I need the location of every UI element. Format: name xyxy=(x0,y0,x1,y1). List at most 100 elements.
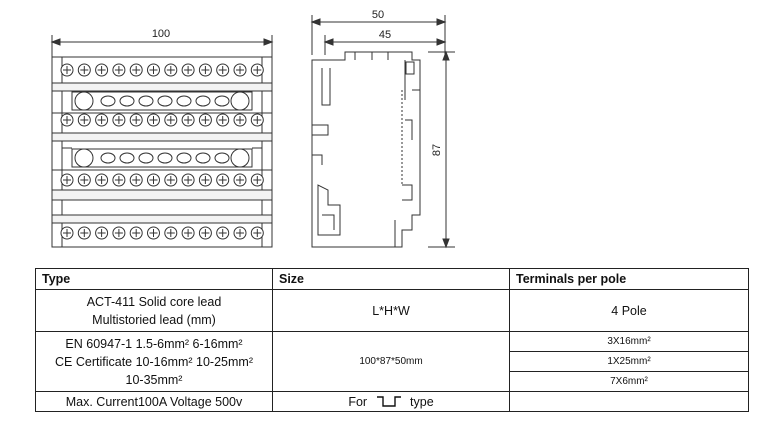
screw-icon xyxy=(77,63,91,77)
small-hole xyxy=(119,95,135,107)
size-cell: For type xyxy=(272,391,510,412)
front-width-label: 100 xyxy=(152,28,170,40)
screw-icon xyxy=(233,226,247,240)
screw-icon xyxy=(164,63,178,77)
screw-icon xyxy=(95,173,109,187)
large-hole xyxy=(74,148,94,168)
small-hole xyxy=(119,152,135,164)
screw-icon xyxy=(129,173,143,187)
screw-icon xyxy=(112,63,126,77)
screw-icon xyxy=(216,226,230,240)
screw-icon xyxy=(198,173,212,187)
size-cell: 100*87*50mm xyxy=(272,331,510,392)
screw-icon xyxy=(250,173,264,187)
screw-icon xyxy=(198,63,212,77)
terminals-cell: 1X25mm² xyxy=(509,351,749,372)
type-line: CE Certificate 10-16mm² 10-25mm² xyxy=(55,354,253,369)
screw-icon xyxy=(147,63,160,77)
small-hole xyxy=(157,152,173,164)
small-hole xyxy=(138,152,154,164)
screw-icon xyxy=(147,113,160,127)
screw-icon xyxy=(181,113,195,127)
screw-icon xyxy=(233,113,247,127)
table-row: ACT-411 Solid core lead Multistoried lea… xyxy=(35,289,749,332)
screw-icon xyxy=(112,113,126,127)
screw-icon xyxy=(198,226,212,240)
screw-icon xyxy=(216,113,230,127)
small-hole xyxy=(214,152,230,164)
screw-icon xyxy=(233,63,247,77)
screw-icon xyxy=(77,113,91,127)
size-prefix: For xyxy=(348,394,368,409)
header-size: Size xyxy=(272,268,510,290)
technical-drawing: 100 50 45 87 xyxy=(50,9,455,249)
screw-icon xyxy=(181,173,195,187)
type-line: EN 60947-1 1.5-6mm² 6-16mm² xyxy=(65,336,243,351)
screw-icon xyxy=(147,173,160,187)
large-hole xyxy=(230,148,250,168)
screw-icon xyxy=(60,173,74,187)
screw-icon xyxy=(60,63,74,77)
front-view xyxy=(50,35,274,248)
size-cell: L*H*W xyxy=(272,289,510,332)
type-cell: Max. Current100A Voltage 500v xyxy=(35,391,273,412)
screw-icon xyxy=(60,226,74,240)
type-line: Multistoried lead (mm) xyxy=(92,312,216,327)
small-hole xyxy=(157,95,173,107)
small-hole xyxy=(100,95,116,107)
screw-icon xyxy=(216,173,230,187)
din-rail-icon xyxy=(376,396,401,407)
type-line: 10-35mm² xyxy=(125,372,183,387)
large-hole xyxy=(230,91,250,111)
screw-icon xyxy=(129,63,143,77)
side-view xyxy=(310,15,455,249)
screw-icon xyxy=(233,173,247,187)
screw-icon xyxy=(77,173,91,187)
screw-icon xyxy=(112,173,126,187)
terminals-cell: 3X16mm² xyxy=(509,331,749,352)
small-hole xyxy=(176,152,192,164)
busbar-holes xyxy=(71,91,253,168)
screw-icon xyxy=(95,226,109,240)
small-hole xyxy=(195,152,211,164)
terminal-screws xyxy=(60,63,264,240)
table-row: Max. Current100A Voltage 500v For type xyxy=(35,391,749,412)
screw-icon xyxy=(216,63,230,77)
screw-icon xyxy=(129,113,143,127)
screw-icon xyxy=(250,113,264,127)
spec-table: Type Size Terminals per pole ACT-411 Sol… xyxy=(35,268,749,412)
screw-icon xyxy=(250,226,264,240)
screw-icon xyxy=(181,63,195,77)
small-hole xyxy=(195,95,211,107)
screw-icon xyxy=(164,113,178,127)
header-type: Type xyxy=(35,268,273,290)
screw-icon xyxy=(95,113,109,127)
screw-icon xyxy=(181,226,195,240)
header-terminals: Terminals per pole xyxy=(509,268,749,290)
side-outer-width-label: 50 xyxy=(372,9,384,21)
terminals-cell: 7X6mm² xyxy=(509,371,749,392)
type-cell: ACT-411 Solid core lead Multistoried lea… xyxy=(35,289,273,332)
screw-icon xyxy=(164,173,178,187)
side-inner-width-label: 45 xyxy=(379,29,391,41)
screw-icon xyxy=(77,226,91,240)
type-line: ACT-411 Solid core lead xyxy=(86,294,222,309)
side-height-label: 87 xyxy=(431,144,443,156)
screw-icon xyxy=(95,63,109,77)
large-hole xyxy=(74,91,94,111)
empty-cell xyxy=(509,391,749,412)
small-hole xyxy=(214,95,230,107)
table-row: EN 60947-1 1.5-6mm² 6-16mm² CE Certifica… xyxy=(35,331,749,392)
screw-icon xyxy=(147,226,160,240)
screw-icon xyxy=(112,226,126,240)
screw-icon xyxy=(250,63,264,77)
busbar xyxy=(71,91,253,111)
small-hole xyxy=(138,95,154,107)
screw-icon xyxy=(60,113,74,127)
size-suffix: type xyxy=(410,394,434,409)
type-cell: EN 60947-1 1.5-6mm² 6-16mm² CE Certifica… xyxy=(35,331,273,392)
busbar xyxy=(71,148,253,168)
small-hole xyxy=(176,95,192,107)
small-hole xyxy=(100,152,116,164)
terminals-cell: 4 Pole xyxy=(509,289,749,332)
